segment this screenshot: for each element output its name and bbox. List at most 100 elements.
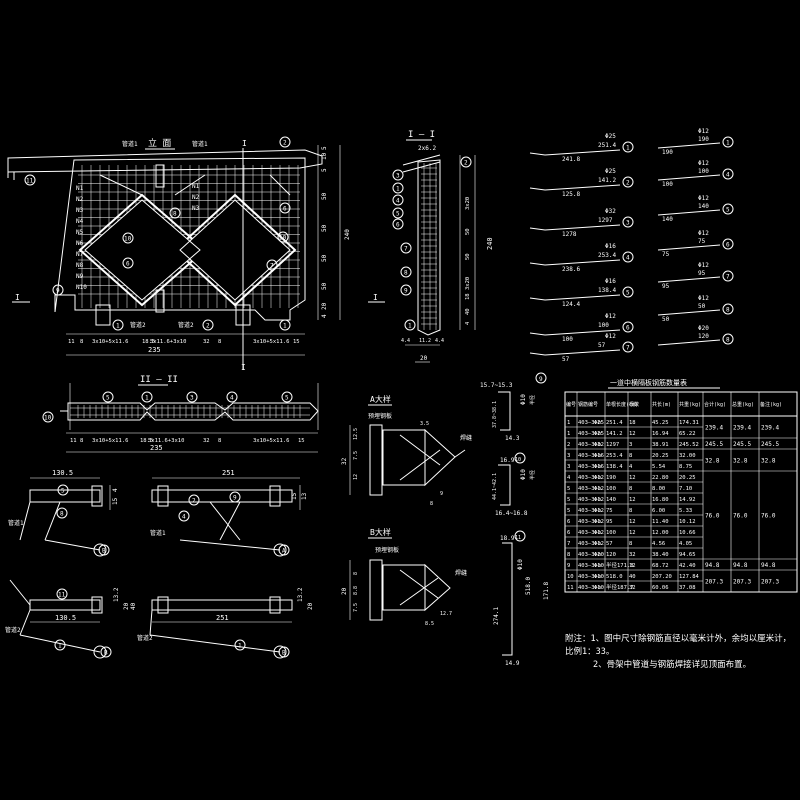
- table-cell-0-3: 251.4: [606, 420, 623, 426]
- table-cell-14-0: 10: [567, 574, 574, 580]
- sec-rdim-0: 3x20: [465, 197, 471, 210]
- table-cell-2-0: 2: [567, 442, 570, 448]
- shape9-mark: 9: [539, 376, 543, 383]
- table-cell-0-5: 45.25: [652, 420, 669, 426]
- table-cell-15-6: 37.08: [679, 585, 696, 591]
- rebar-mark-n8: N8: [76, 262, 84, 269]
- table-sum-3-0: 76.0: [705, 513, 720, 520]
- plan-callout-11: 1: [234, 639, 246, 651]
- table-sum-0-0: 239.4: [705, 425, 723, 432]
- sec-rdim-5: 40: [465, 308, 471, 315]
- elev-bdim-3: 18.5: [142, 339, 155, 345]
- table-cell-6-4: 8: [629, 486, 632, 492]
- plan-callout-2: B: [98, 544, 110, 556]
- svg-text:4: 4: [230, 395, 234, 402]
- rebar-mark-n9: N9: [76, 273, 84, 280]
- table-cell-2-1: 403—3—b: [578, 442, 601, 448]
- table-header-7: 总重(kg): [732, 401, 754, 408]
- table-cell-6-2: Φ12: [594, 486, 604, 492]
- elev-rdim-6: 50: [321, 282, 328, 290]
- table-cell-15-4: 32: [629, 585, 636, 591]
- sec-bot-dim-3: 4.4: [435, 338, 444, 344]
- table-cell-1-6: 65.22: [679, 431, 696, 437]
- plan3-vert-1: 13.2: [113, 587, 120, 602]
- bend-right-mark-1: 4: [722, 168, 734, 180]
- svg-text:1: 1: [726, 140, 730, 147]
- table-cell-10-3: 100: [606, 530, 616, 536]
- plan2-top-dim: 251: [222, 469, 235, 477]
- table-cell-1-4: 12: [629, 431, 636, 437]
- svg-text:7: 7: [270, 263, 274, 270]
- secII-callout-3: 3: [186, 391, 198, 403]
- table-cell-3-6: 32.00: [679, 453, 696, 459]
- bend-left-len-0: 251.4: [598, 142, 616, 149]
- section-II-grid: [70, 405, 310, 418]
- sec-rdim-4: 18: [465, 293, 471, 300]
- bend-right-seg-4: 95: [662, 283, 670, 290]
- table-cell-0-1: 403—3—b: [578, 420, 601, 426]
- table-cell-14-6: 127.84: [679, 574, 700, 580]
- sec-callout-7: 9: [400, 284, 412, 296]
- bend-right-dia-1: Φ12: [698, 160, 709, 167]
- shape10-mark: 10: [515, 457, 521, 463]
- table-cell-10-6: 10.66: [679, 530, 696, 536]
- detB-dim-1: 20: [341, 587, 348, 595]
- bend-left-len-3: 253.4: [598, 252, 616, 259]
- shape11-dim-3: 274.1: [493, 607, 500, 625]
- rebar-mark-n2-right: N2: [192, 194, 200, 201]
- plan3-vert-2: 20: [123, 602, 130, 610]
- rebar-mark-n2: N2: [76, 196, 84, 203]
- shape11-dim-1: 171.8: [543, 582, 550, 600]
- sec-rdim-6: 4: [465, 321, 471, 325]
- sec-total-dim: 240: [486, 237, 494, 250]
- detA-weld-label: 焊缝: [460, 434, 472, 442]
- plan-details: 130.5 管道1 4 15 251 管道1 15 13 130.5 管道2: [5, 469, 314, 659]
- svg-text:1: 1: [283, 323, 287, 330]
- table-sum-4-0: 94.8: [705, 562, 720, 569]
- secII-callout-5: 5: [281, 391, 293, 403]
- svg-text:1: 1: [145, 395, 149, 402]
- table-sum-5-0: 207.3: [705, 579, 723, 586]
- secII-bdim-4: 5x11.6+3x10: [148, 438, 184, 444]
- elev-rdim-1: 10: [321, 152, 328, 160]
- svg-text:3: 3: [190, 395, 194, 402]
- table-cell-10-2: Φ12: [594, 530, 604, 536]
- elev-total-dim: 235: [148, 346, 161, 354]
- detA-dim-2: 12.5: [353, 428, 359, 440]
- table-cell-15-2: Φ10: [594, 585, 604, 591]
- svg-text:2: 2: [192, 498, 196, 505]
- detail-A-title: A大样: [370, 394, 391, 404]
- section-mark-I-bottom: I: [241, 363, 246, 372]
- table-cell-2-5: 38.91: [652, 442, 669, 448]
- shape10-dim-bottom: 16.4~16.8: [495, 510, 528, 517]
- table-cell-7-3: 140: [606, 497, 616, 503]
- table-cell-3-1: 403—3—b: [578, 453, 601, 459]
- table-header-3: 根数: [629, 401, 639, 408]
- svg-text:8: 8: [60, 511, 64, 518]
- table-header-1: 钢筋编号: [578, 401, 598, 408]
- svg-text:1: 1: [408, 323, 412, 330]
- bend-right-mark-6: 8: [722, 333, 734, 345]
- shape10-dim-vert: 44.1~42.1: [492, 473, 498, 500]
- shape9-dim-bottom: 14.3: [505, 435, 520, 442]
- table-cell-5-4: 12: [629, 475, 636, 481]
- svg-text:5: 5: [626, 290, 630, 297]
- label-pipe1-left: 管道1: [122, 140, 138, 148]
- plan2-vert-1: 15: [291, 492, 298, 500]
- bend-left-seg-3: 238.6: [562, 266, 580, 273]
- bend-left-mark-2: 3: [622, 216, 634, 228]
- svg-text:6: 6: [626, 325, 630, 332]
- plan2-vert-2: 13: [301, 492, 308, 500]
- svg-text:11: 11: [58, 592, 66, 599]
- table-cell-7-4: 12: [629, 497, 636, 503]
- bend-right-dia-4: Φ12: [698, 262, 709, 269]
